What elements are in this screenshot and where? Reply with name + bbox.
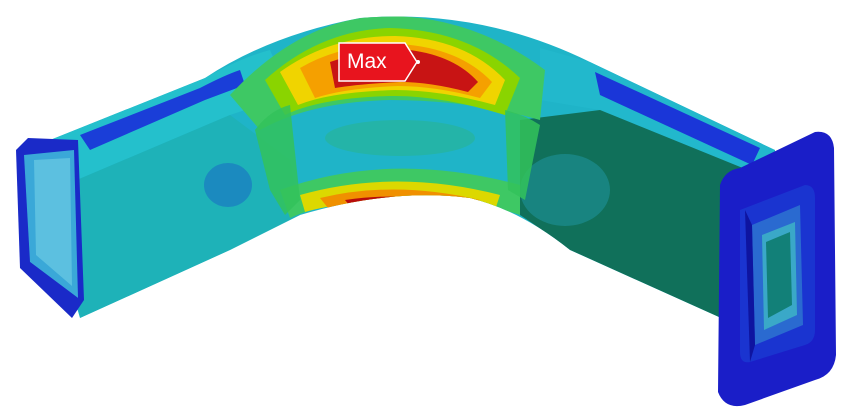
left-tube-opening — [16, 138, 84, 318]
left-flank-green — [255, 105, 300, 215]
right-flank-green — [505, 110, 540, 200]
left-arm-side — [65, 115, 300, 318]
left-side-dark-spot — [204, 163, 252, 207]
right-side-teal-spot — [520, 154, 610, 226]
right-flange — [718, 131, 836, 407]
left-arm-top-blue-band — [80, 70, 245, 150]
max-result-label[interactable]: Max — [347, 50, 387, 73]
bend-center-patch — [325, 120, 475, 156]
right-arm-top-blue-band — [595, 72, 760, 165]
